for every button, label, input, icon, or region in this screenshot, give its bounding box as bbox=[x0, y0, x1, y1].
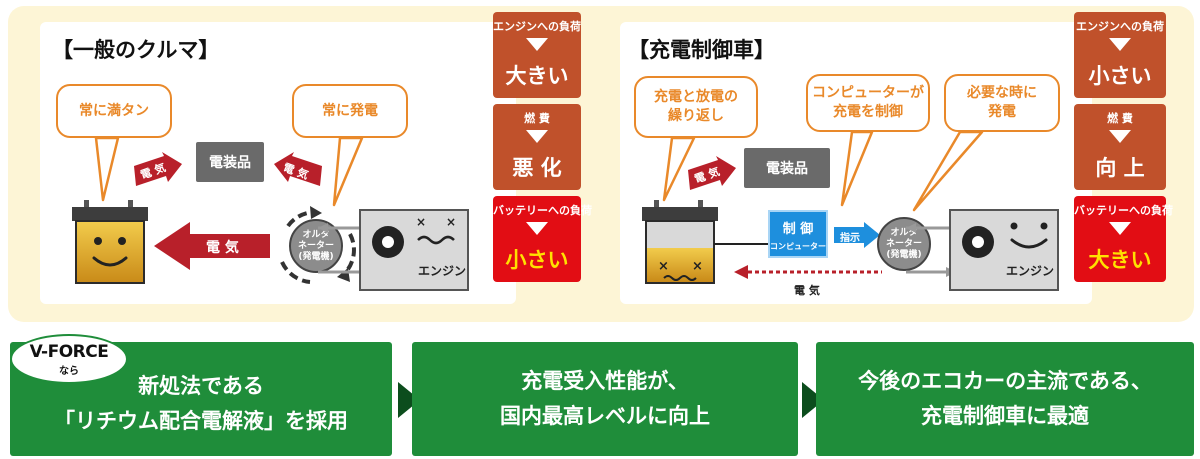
fuel-economy-box-left: 燃 費 悪 化 bbox=[493, 104, 581, 190]
big-electric-arrow bbox=[154, 222, 270, 270]
control-computer-title: 制 御 bbox=[782, 222, 814, 237]
svg-text:×: × bbox=[446, 215, 456, 229]
engine-label-right: エンジン bbox=[1006, 264, 1055, 278]
svg-text:×: × bbox=[658, 259, 669, 274]
big-electric-arrow-label: 電 気 bbox=[206, 240, 239, 256]
belt-lines-right bbox=[906, 223, 956, 277]
vforce-suffix: なら bbox=[59, 366, 79, 377]
electrical-equipment-box-right: 電装品 bbox=[744, 148, 830, 188]
vforce-brand: V-FORCE bbox=[29, 342, 109, 362]
small-electric-arrow-right-panel bbox=[688, 156, 736, 190]
callout-computer-controls-charging: コンピューターが 充電を制御 bbox=[806, 74, 930, 132]
instruction-label: 指示 bbox=[840, 233, 860, 244]
battery-load-box-right: バッテリーへの負荷 大きい bbox=[1074, 196, 1173, 282]
engine-tired-icon: × × bbox=[359, 209, 469, 291]
small-electric-arrow-right bbox=[274, 152, 322, 186]
battery-sad-icon: × × bbox=[642, 200, 718, 284]
battery-happy-icon bbox=[72, 200, 148, 284]
fuel-economy-box-right: 燃 費 向 上 bbox=[1074, 104, 1166, 190]
engine-label-left: エンジン bbox=[418, 264, 467, 278]
alternator-rotation-icon bbox=[280, 206, 356, 284]
callout-charge-discharge-cycle: 充電と放電の 繰り返し bbox=[634, 76, 758, 138]
down-triangle-icon bbox=[526, 222, 548, 235]
battery-load-box-left: バッテリーへの負荷 小さい bbox=[493, 196, 592, 282]
small-electric-arrow-left bbox=[134, 152, 182, 186]
callout-generate-when-needed: 必要な時に 発電 bbox=[944, 74, 1060, 132]
engine-load-box-right: エンジンへの負荷 小さい bbox=[1074, 12, 1166, 98]
control-computer-subtitle: コンピューター bbox=[770, 242, 826, 251]
down-triangle-icon bbox=[526, 130, 548, 143]
callout-always-full: 常に満タン bbox=[56, 84, 172, 138]
vforce-badge: V-FORCE なら bbox=[10, 334, 128, 384]
down-triangle-icon bbox=[1109, 130, 1131, 143]
battery-control-line bbox=[714, 243, 774, 245]
down-triangle-icon bbox=[1109, 222, 1131, 235]
step-3-box: 今後のエコカーの主流である、 充電制御車に最適 bbox=[816, 342, 1194, 456]
step-2-box: 充電受入性能が、 国内最高レベルに向上 bbox=[412, 342, 798, 456]
svg-text:×: × bbox=[692, 259, 703, 274]
control-computer-box: 制 御 コンピューター bbox=[768, 210, 828, 258]
down-triangle-icon bbox=[1109, 38, 1131, 51]
dashed-electric-arrow-label: 電 気 bbox=[794, 284, 820, 297]
charge-control-car-title: 【充電制御車】 bbox=[628, 38, 775, 62]
alternator-label-right: オルタ ネーター (発電機) bbox=[885, 228, 922, 260]
general-car-title: 【一般のクルマ】 bbox=[52, 38, 220, 62]
alternator-icon-right bbox=[877, 217, 931, 271]
down-triangle-icon bbox=[526, 38, 548, 51]
instruction-arrow bbox=[834, 222, 880, 248]
electrical-equipment-box: 電装品 bbox=[196, 142, 264, 182]
alternator-label: オルタ ネーター (発電機) bbox=[297, 230, 334, 262]
dashed-electric-arrow bbox=[734, 265, 882, 279]
callout-always-generating: 常に発電 bbox=[292, 84, 408, 138]
engine-load-box-left: エンジンへの負荷 大きい bbox=[493, 12, 581, 98]
svg-text:×: × bbox=[416, 215, 426, 229]
engine-happy-icon bbox=[949, 209, 1059, 291]
